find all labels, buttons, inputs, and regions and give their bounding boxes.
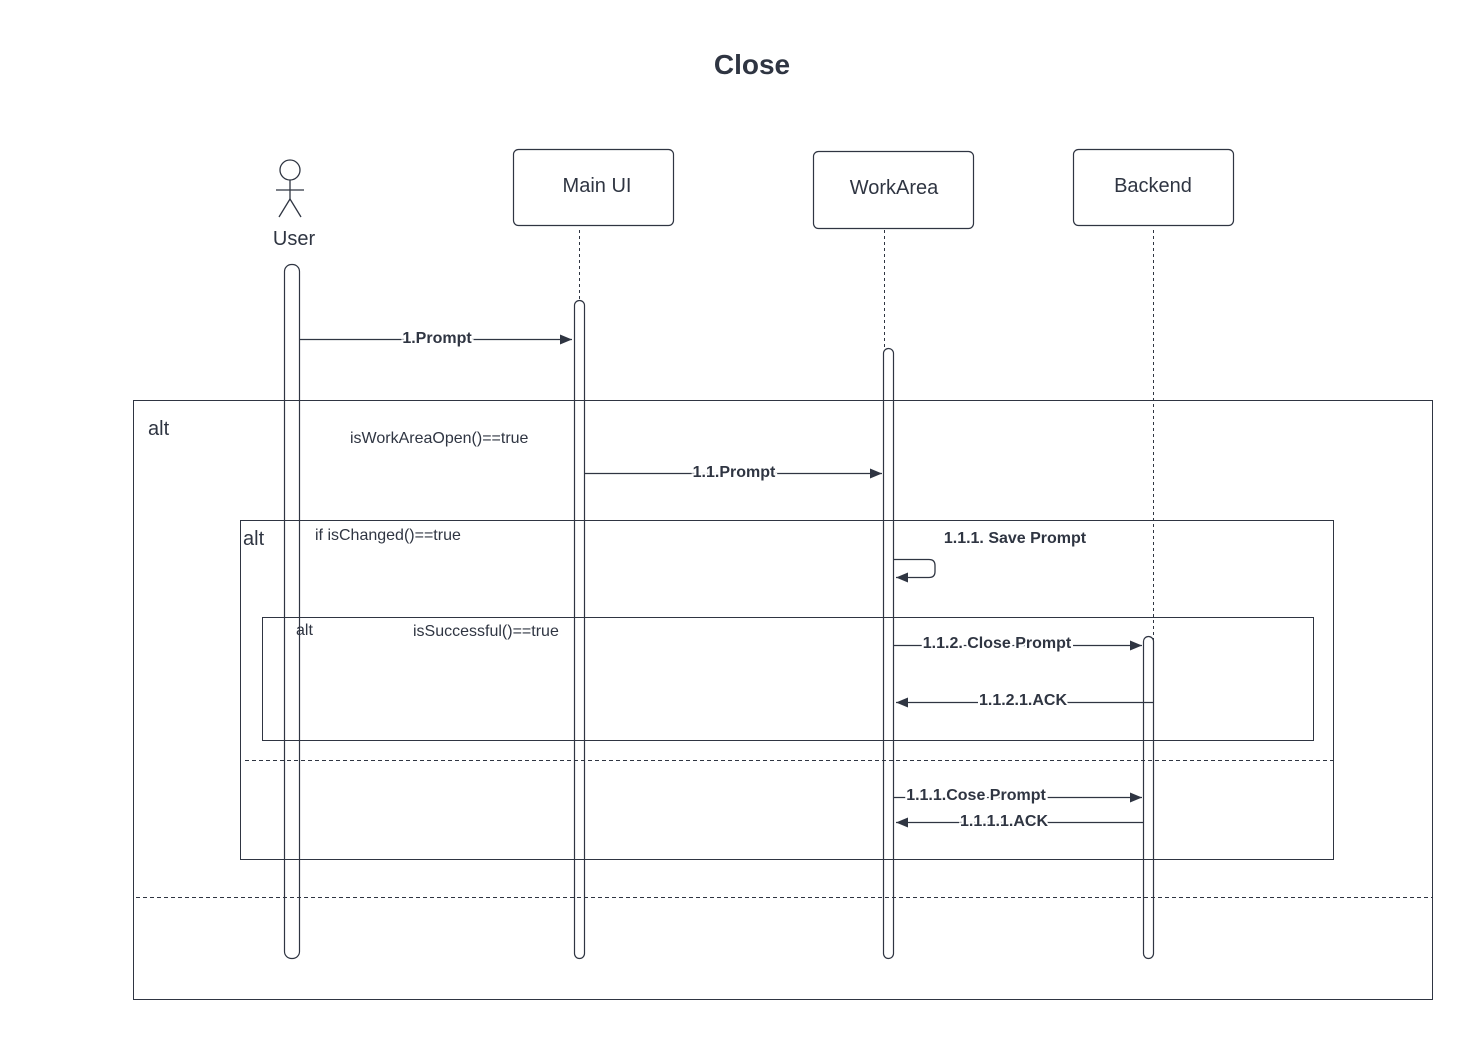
stick-figure-icon xyxy=(276,159,304,218)
activation-workarea xyxy=(882,347,895,960)
message-1-1-1-1-ack[interactable]: 1.1.1.1.ACK xyxy=(896,811,1143,832)
alt-operator-middle: alt xyxy=(243,528,265,550)
alt-operator-inner: alt xyxy=(296,622,313,639)
message-1-1-1-close-prompt-else[interactable]: 1.1.1.Cose Prompt xyxy=(894,785,1142,806)
message-1-1-1-save-prompt[interactable]: 1.1.1. Save Prompt xyxy=(894,530,1087,583)
participant-backend[interactable]: Backend xyxy=(1072,148,1235,227)
message-label-1-1-1-b: 1.1.1.Cose Prompt xyxy=(906,787,1046,804)
participant-main-ui[interactable]: Main UI xyxy=(512,148,675,227)
message-1-1-2-1-ack[interactable]: 1.1.2.1.ACK xyxy=(896,690,1153,711)
alt-frame-middle: alt if isChanged()==true xyxy=(240,520,1334,860)
message-label-1-1-1-1: 1.1.1.1.ACK xyxy=(960,813,1048,830)
activation-main-ui xyxy=(573,299,586,960)
participant-label-workarea: WorkArea xyxy=(850,177,939,199)
participant-label-user: User xyxy=(273,228,316,250)
alt-frame-outer: alt isWorkAreaOpen()==true xyxy=(133,400,1433,1000)
guard-inner: isSuccessful()==true xyxy=(413,623,559,640)
message-1-1-prompt[interactable]: 1.1.Prompt xyxy=(585,462,882,483)
alt-frame-inner: alt isSuccessful()==true xyxy=(262,617,1314,741)
guard-outer: isWorkAreaOpen()==true xyxy=(350,430,529,447)
actor-user[interactable]: User xyxy=(273,159,316,250)
alt-operator-outer: alt xyxy=(148,418,170,440)
message-label-1: 1.Prompt xyxy=(402,330,472,347)
participant-label-main-ui: Main UI xyxy=(563,175,632,197)
participant-label-backend: Backend xyxy=(1114,175,1192,197)
message-1-1-2-close-prompt[interactable]: 1.1.2. Close Prompt xyxy=(894,633,1142,654)
guard-middle: if isChanged()==true xyxy=(315,527,461,544)
message-1-prompt[interactable]: 1.Prompt xyxy=(300,328,572,349)
message-label-1-1-2: 1.1.2. Close Prompt xyxy=(923,635,1072,652)
diagram-title: Close xyxy=(714,49,790,80)
message-label-1-1-1: 1.1.1. Save Prompt xyxy=(944,530,1087,547)
participant-workarea[interactable]: WorkArea xyxy=(812,150,975,230)
activation-user xyxy=(283,263,301,960)
activation-backend xyxy=(1142,635,1155,960)
message-label-1-1-2-1: 1.1.2.1.ACK xyxy=(979,692,1067,709)
message-label-1-1: 1.1.Prompt xyxy=(693,464,776,481)
